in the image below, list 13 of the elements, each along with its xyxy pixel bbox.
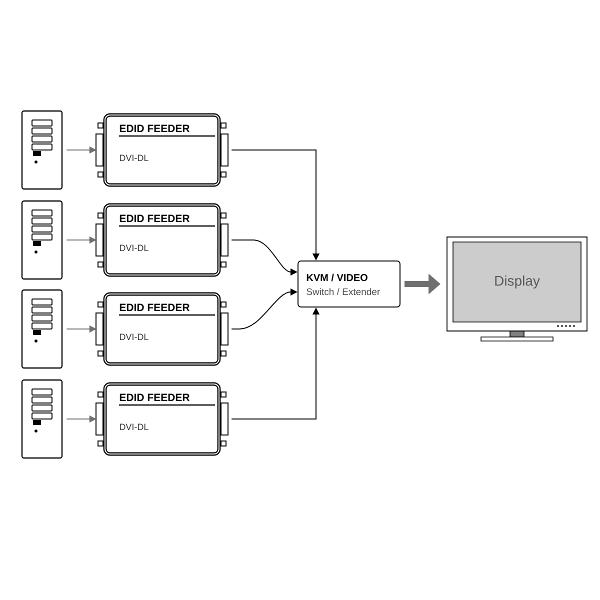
box-subtitle: DVI-DL — [120, 424, 148, 430]
box-title: EDID FEEDER — [120, 214, 190, 222]
computer-drawing — [21, 200, 63, 280]
box-subtitle: DVI-DL — [120, 334, 148, 340]
computer-drawing — [21, 379, 63, 459]
box-title: EDID FEEDER — [120, 394, 190, 401]
box-subtitle: DVI-DL — [120, 154, 148, 161]
box-title: EDID FEEDER — [120, 124, 190, 132]
box-subtitle: DVI-DL — [120, 244, 148, 251]
box-title: EDID FEEDER — [120, 304, 190, 311]
computer-drawing — [21, 289, 63, 369]
switch-box: KVM / VIDEO Switch / Extender — [298, 260, 400, 308]
computer-drawing — [21, 110, 63, 190]
